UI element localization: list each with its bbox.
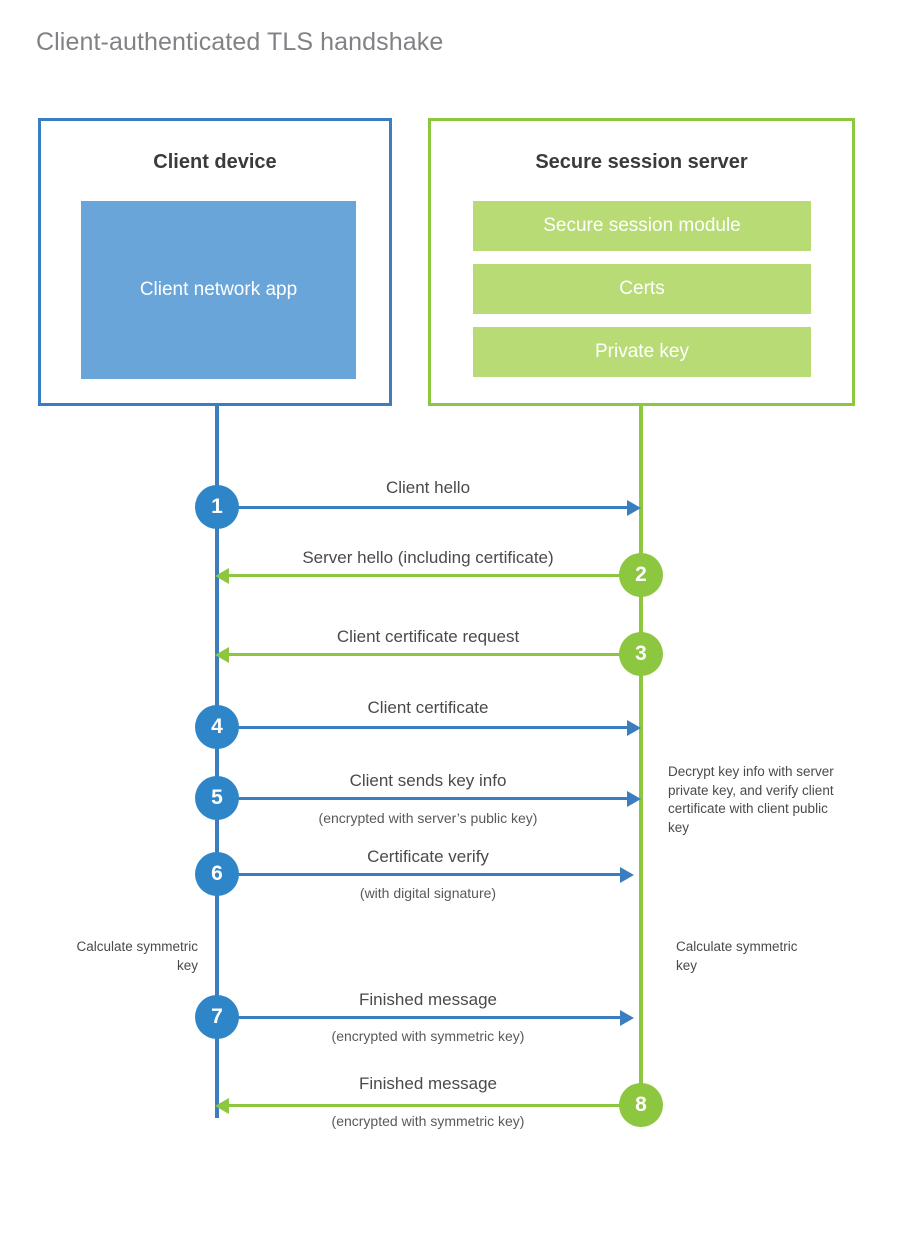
step-badge-5[interactable]: 5 <box>195 776 239 820</box>
message-sublabel-6: (with digital signature) <box>359 885 497 901</box>
component-client-network-app: Client network app <box>81 201 356 379</box>
arrow-head-left-3 <box>215 646 229 663</box>
step-badge-4[interactable]: 4 <box>195 705 239 749</box>
step-badge-2[interactable]: 2 <box>619 553 663 597</box>
step-badge-6[interactable]: 6 <box>195 852 239 896</box>
component-secure-session-module: Secure session module <box>473 201 811 251</box>
lifeline-client <box>215 405 219 1118</box>
message-line-5 <box>217 797 627 800</box>
message-line-2 <box>228 574 641 577</box>
message-label-8: Finished message <box>359 1074 497 1093</box>
message-label-1: Client hello <box>385 478 471 497</box>
page-title: Client-authenticated TLS handshake <box>36 28 444 56</box>
arrow-head-left-8 <box>215 1097 229 1114</box>
arrow-head-right-1 <box>627 499 641 516</box>
lifeline-server <box>639 405 643 1105</box>
arrow-head-right-7 <box>620 1009 634 1026</box>
note-server-decrypt: Decrypt key info with server private key… <box>668 764 834 835</box>
component-private-key: Private key <box>473 327 811 377</box>
message-line-6 <box>217 873 620 876</box>
message-label-2: Server hello (including certificate) <box>302 548 554 567</box>
note-server-calculate-symmetric-key: Calculate symmetric key <box>676 939 798 973</box>
step-badge-1[interactable]: 1 <box>195 485 239 529</box>
message-line-3 <box>228 653 641 656</box>
message-sublabel-5: (encrypted with server’s public key) <box>318 810 538 826</box>
message-label-7: Finished message <box>359 990 497 1009</box>
message-line-4 <box>217 726 627 729</box>
component-certs: Certs <box>473 264 811 314</box>
step-badge-7[interactable]: 7 <box>195 995 239 1039</box>
message-line-7 <box>217 1016 620 1019</box>
step-badge-3[interactable]: 3 <box>619 632 663 676</box>
step-badge-8[interactable]: 8 <box>619 1083 663 1127</box>
arrow-head-right-4 <box>627 719 641 736</box>
message-label-3: Client certificate request <box>336 627 520 646</box>
message-label-5: Client sends key info <box>349 771 507 790</box>
actor-title-server: Secure session server <box>535 151 748 173</box>
note-client-calculate-symmetric-key: Calculate symmetric key <box>76 939 198 973</box>
message-label-6: Certificate verify <box>367 847 489 866</box>
arrow-head-left-2 <box>215 567 229 584</box>
message-sublabel-7: (encrypted with symmetric key) <box>331 1028 525 1044</box>
message-line-8 <box>228 1104 641 1107</box>
actor-box-client: Client device Client network app <box>38 118 392 406</box>
actor-title-client: Client device <box>153 151 277 173</box>
arrow-head-right-6 <box>620 866 634 883</box>
arrow-head-right-5 <box>627 790 641 807</box>
actor-box-server: Secure session server Secure session mod… <box>428 118 855 406</box>
message-label-4: Client certificate <box>367 698 489 717</box>
message-sublabel-8: (encrypted with symmetric key) <box>331 1113 525 1129</box>
message-line-1 <box>217 506 627 509</box>
